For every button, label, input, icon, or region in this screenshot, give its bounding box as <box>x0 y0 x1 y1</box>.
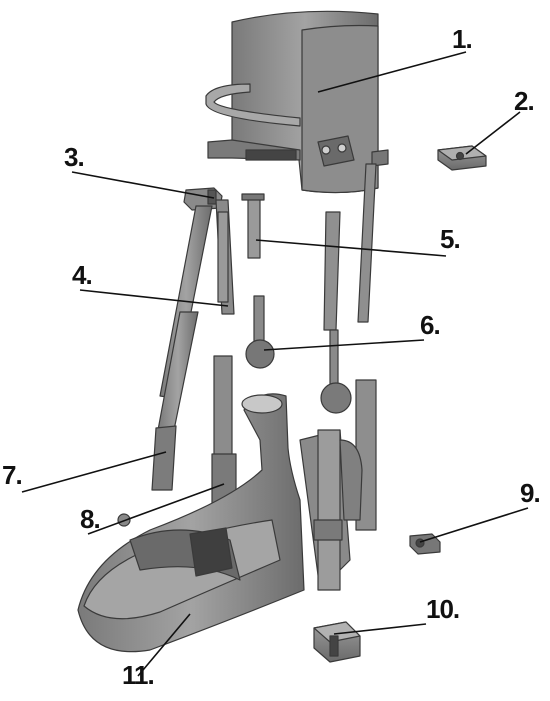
leader-line-9 <box>419 507 529 543</box>
part-5-pin <box>241 193 265 259</box>
leader-line-7 <box>21 451 167 493</box>
callout-label-6: 6. <box>420 310 441 340</box>
leader-line-5 <box>255 239 447 257</box>
callout-label-10: 10. <box>426 594 460 624</box>
part-11-foot-plate <box>77 393 363 653</box>
callout-label-11: 11. <box>122 660 155 690</box>
callout-label-2: 2. <box>514 86 535 116</box>
leader-line-8 <box>87 483 225 535</box>
leader-line-1 <box>317 51 467 93</box>
leader-line-4 <box>79 289 229 307</box>
part-10-buckle <box>313 621 361 663</box>
leader-line-10 <box>333 623 427 635</box>
part-1-calf-cuff <box>205 10 389 194</box>
callout-label-4: 4. <box>72 260 93 290</box>
leader-line-2 <box>465 111 521 155</box>
callout-label-5: 5. <box>440 224 461 254</box>
part-6-ball-joints <box>245 295 352 414</box>
leader-line-6 <box>263 339 425 351</box>
leader-lines <box>21 51 529 677</box>
part-7-lower-upright <box>151 311 199 491</box>
callout-label-3: 3. <box>64 142 85 172</box>
part-2-strap-clip <box>437 145 487 171</box>
callout-label-1: 1. <box>452 24 473 54</box>
leader-line-3 <box>71 171 215 199</box>
callout-label-7: 7. <box>2 460 23 490</box>
leader-line-11 <box>137 613 191 677</box>
callout-label-8: 8. <box>80 504 101 534</box>
callout-label-9: 9. <box>520 478 541 508</box>
